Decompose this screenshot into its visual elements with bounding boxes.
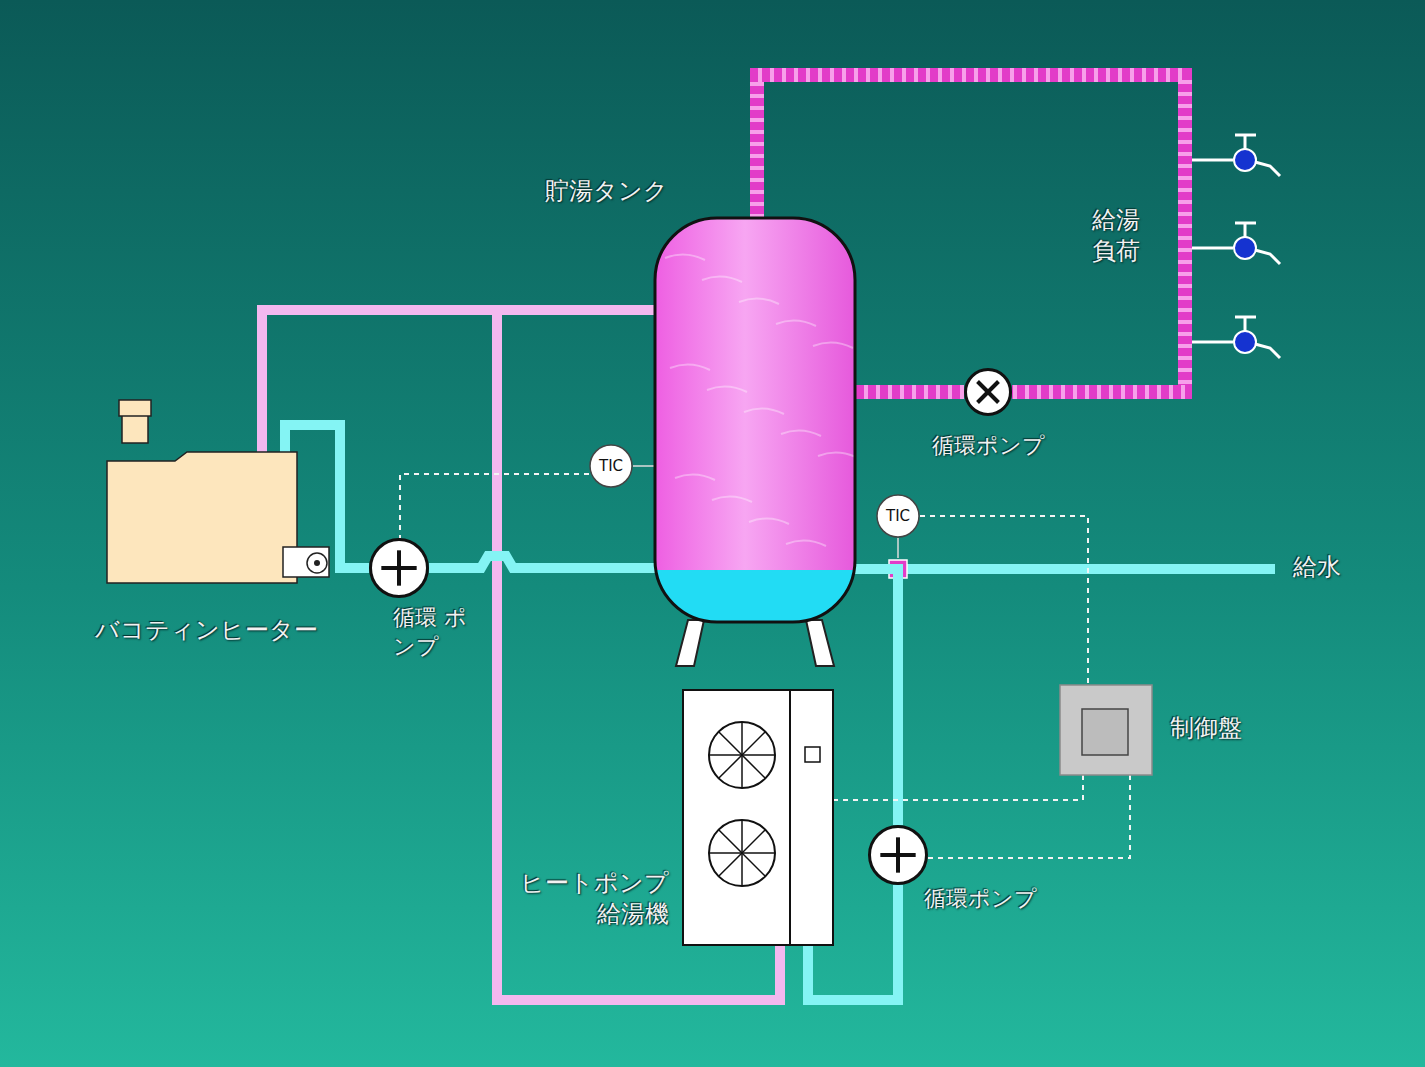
pipe-label: 給水 [1293, 552, 1341, 583]
faucets [1190, 135, 1280, 358]
component-label: 貯湯タンク [545, 176, 668, 207]
faucet [1190, 135, 1280, 176]
heat-pump-unit-outline [683, 690, 833, 945]
pipe-label: 給湯 負荷 [1092, 205, 1148, 267]
connector-path [429, 556, 655, 568]
connector-path [400, 474, 589, 538]
component-label: 循環 ポンプ [393, 604, 469, 661]
pipe-stripes [855, 385, 964, 399]
connector-path [262, 310, 655, 455]
connector-path [633, 465, 655, 467]
controller-tag: TIC [589, 444, 633, 488]
tank-leg [806, 620, 834, 666]
pump-symbol: 循環ポンプ [964, 368, 1012, 416]
pump-symbol: 循環ポンプ [868, 825, 928, 885]
signal-line [400, 474, 589, 538]
storage-tank-outline [655, 218, 855, 622]
connector-path [833, 775, 1083, 800]
pump-symbol: 循環 ポンプ [369, 538, 429, 598]
heater-unit-outline [107, 455, 297, 583]
faucet [1190, 223, 1280, 264]
pump-symbol-outline [868, 825, 928, 885]
signal-line [833, 775, 1083, 800]
control-panel-outline [1060, 685, 1152, 775]
component-label: バコティンヒーター [95, 615, 318, 646]
supply-pipe [898, 564, 1275, 574]
component-label: 制御盤 [1170, 713, 1242, 744]
pump-symbol-outline [369, 538, 429, 598]
storage-tank: 貯湯タンク [655, 218, 855, 622]
sensor-line [633, 466, 655, 467]
component-label: 循環ポンプ [920, 432, 1056, 461]
pump-symbol-outline [964, 368, 1012, 416]
signal-line [928, 775, 1130, 858]
controller-circle: TIC [876, 494, 920, 538]
water-pipe [855, 392, 964, 393]
controller-circle: TIC [589, 444, 633, 488]
signal-line [920, 516, 1088, 685]
connector-path [855, 385, 964, 399]
controller-tag: TIC [876, 494, 920, 538]
control-panel: 制御盤 [1060, 685, 1152, 775]
connector-path [928, 775, 1130, 858]
heat-pump-unit: ヒートポンプ 給湯機 [683, 690, 833, 945]
component-label: 循環ポンプ [924, 885, 1037, 914]
water-pipe [429, 556, 655, 568]
component-label: ヒートポンプ 給湯機 [505, 868, 669, 930]
tank-leg [676, 620, 704, 666]
water-pipe [855, 569, 898, 825]
faucet [1190, 317, 1280, 358]
sensor-stub [897, 538, 899, 558]
heater-unit: バコティンヒーター [107, 455, 297, 583]
water-pipe [262, 310, 655, 455]
connector-path [920, 516, 1088, 685]
connector-path [855, 569, 898, 825]
